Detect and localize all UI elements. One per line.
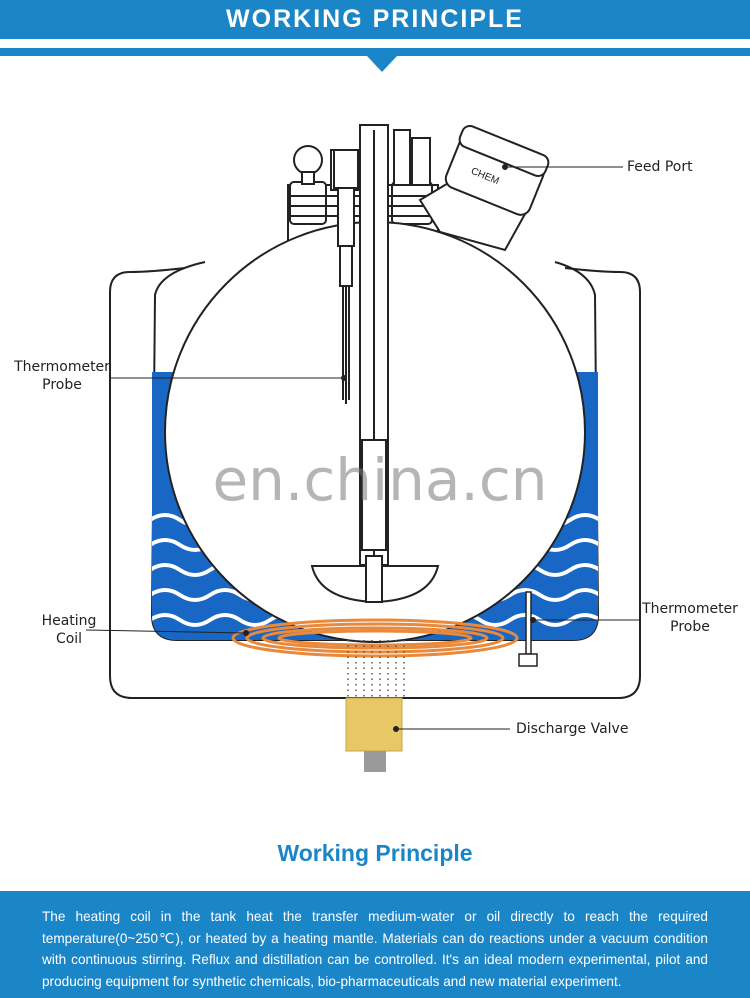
page-title: WORKING PRINCIPLE xyxy=(226,5,524,33)
label-heating-coil: Heating Coil xyxy=(41,613,97,647)
callout-leaders xyxy=(85,164,640,732)
feed-port: CHEM xyxy=(418,124,550,252)
label-thermometer-probe-left: Thermometer Probe xyxy=(14,359,110,393)
label-discharge-valve: Discharge Valve xyxy=(516,721,629,737)
description-panel: The heating coil in the tank heat the tr… xyxy=(0,891,750,998)
discharge-channel xyxy=(347,640,405,700)
section-title: Working Principle xyxy=(277,840,473,866)
label-thermometer-probe-right: Thermometer Probe xyxy=(642,601,738,635)
thermometer-probe-left xyxy=(333,149,359,404)
description-text: The heating coil in the tank heat the tr… xyxy=(42,909,708,989)
header-notch-arrow xyxy=(367,56,397,72)
stirrer xyxy=(310,124,440,604)
discharge-valve xyxy=(345,697,403,772)
header-divider xyxy=(0,48,750,56)
label-feed-port: Feed Port xyxy=(627,159,693,175)
header-banner: WORKING PRINCIPLE xyxy=(0,0,750,39)
watermark: en.china.cn xyxy=(212,446,548,514)
heating-coil xyxy=(231,618,519,658)
thermometer-probe-right xyxy=(518,591,538,667)
reactor-diagram: CHEM xyxy=(85,124,641,772)
